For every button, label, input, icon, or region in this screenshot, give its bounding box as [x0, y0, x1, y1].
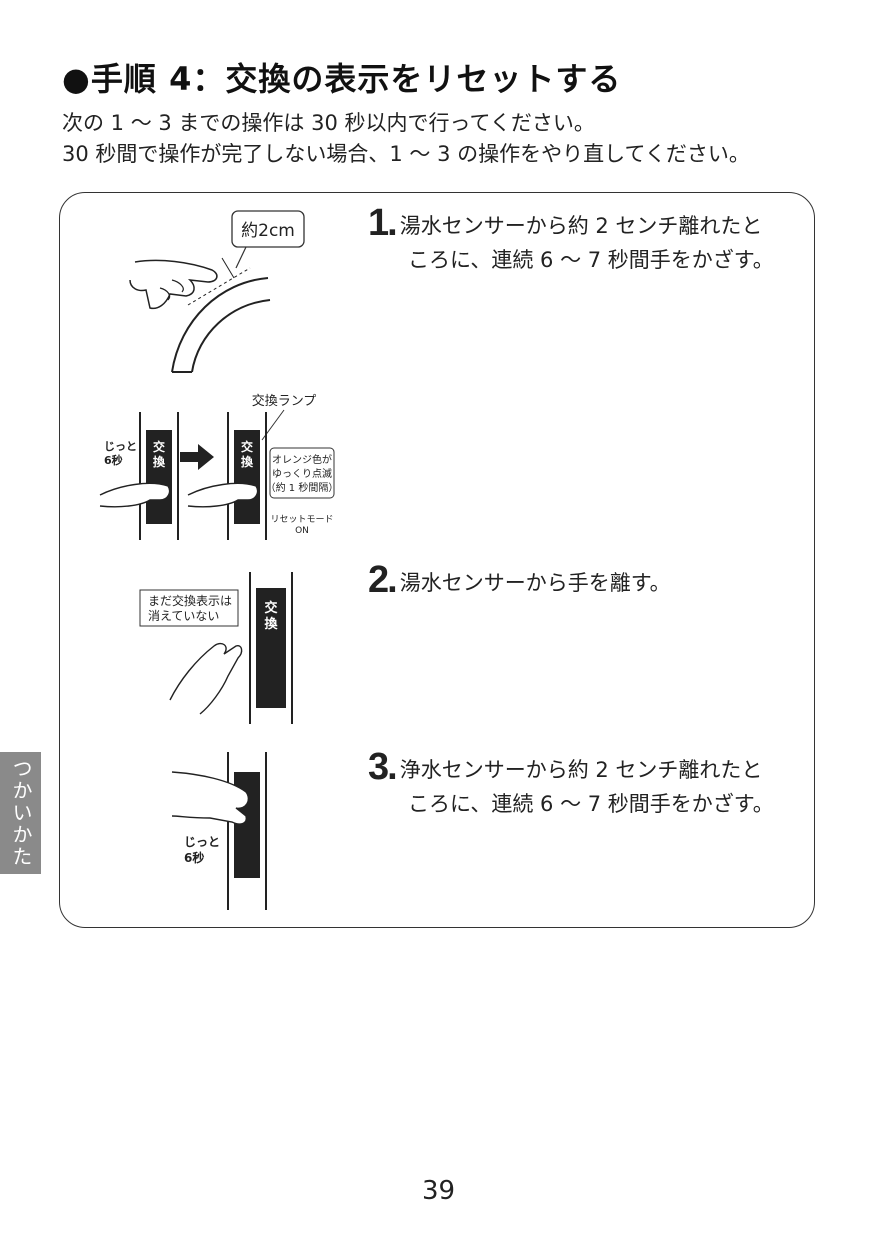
orange-label-1: オレンジ色が	[272, 453, 332, 466]
step-2-line-1: 湯水センサーから手を離す。	[399, 571, 671, 595]
step-3-line-1: 浄水センサーから約 2 センチ離れたと	[399, 758, 763, 782]
purified-sensor-illustration: じっと 6秒	[171, 752, 267, 910]
distance-callout	[231, 210, 305, 248]
lamp-char-2-right: 換	[241, 454, 254, 469]
lamp-char-1-left: 交	[153, 439, 165, 454]
lamp-label: 交換ランプ	[252, 393, 317, 409]
intro-text: 次の 1 ～ 3 までの操作は 30 秒以内で行ってください。 30 秒間で操作…	[62, 108, 750, 170]
not-yet-label-2: 消えていない	[148, 609, 219, 623]
wait-label-1b: 6秒	[104, 453, 123, 467]
wait-label-3b: 6秒	[184, 850, 204, 865]
lamp-char-2-step2: 換	[264, 616, 278, 632]
side-tab: つかいかた	[0, 752, 41, 874]
lamp-char-1-right: 交	[241, 439, 253, 454]
wait-label-3a: じっと	[184, 835, 220, 849]
step-1-line-2: ころに、連続 6 ～ 7 秒間手をかざす。	[408, 248, 774, 272]
step-3-line-2: ころに、連続 6 ～ 7 秒間手をかざす。	[408, 792, 774, 816]
lamp-panel-left	[146, 430, 172, 524]
lamp-char-1-step2: 交	[264, 600, 277, 616]
step-1-line-1: 湯水センサーから約 2 センチ離れたと	[399, 214, 763, 238]
lamp-panel-step2	[256, 588, 286, 708]
lamp-char-2-left: 換	[153, 454, 166, 469]
arrow-right-icon	[180, 444, 214, 470]
orange-label-3: （約 1 秒間隔）	[266, 481, 339, 494]
step-3: 3.浄水センサーから約 2 センチ離れたと ころに、連続 6 ～ 7 秒間手をか…	[368, 748, 774, 821]
not-yet-label-1: まだ交換表示は	[148, 593, 232, 608]
reset-label-1: リセットモード	[270, 514, 333, 525]
lamp-panel-right	[234, 430, 260, 524]
intro-line-1: 次の 1 ～ 3 までの操作は 30 秒以内で行ってください。	[62, 111, 595, 135]
intro-line-2: 30 秒間で操作が完了しない場合、1 ～ 3 の操作をやり直してください。	[62, 142, 750, 166]
hand-removed-illustration: まだ交換表示は 消えていない 交 換	[139, 572, 293, 724]
distance-label: 約2cm	[241, 221, 295, 241]
orange-label-2: ゆっくり点滅	[272, 468, 332, 480]
faucet-hand-illustration: 約2cm	[129, 210, 305, 373]
lamp-sequence-illustration: 交換ランプ 交 換 じっと 6秒 交 換 オレンジ色が ゆっくり点滅 （約 1 …	[99, 393, 339, 540]
step-1-number: 1.	[368, 202, 398, 244]
wait-label-1a: じっと	[104, 440, 137, 453]
step-3-number: 3.	[368, 746, 398, 788]
step-1: 1.湯水センサーから約 2 センチ離れたと ころに、連続 6 ～ 7 秒間手をか…	[368, 204, 774, 277]
step-2-number: 2.	[368, 559, 398, 601]
page-title: ●手順 4：交換の表示をリセットする	[62, 60, 622, 98]
orange-blink-callout	[269, 447, 335, 499]
not-yet-callout	[139, 589, 239, 627]
instruction-panel	[59, 192, 815, 928]
page-number: 39	[421, 1176, 456, 1206]
step-2: 2.湯水センサーから手を離す。	[368, 561, 671, 600]
reset-label-2: ON	[295, 526, 309, 536]
